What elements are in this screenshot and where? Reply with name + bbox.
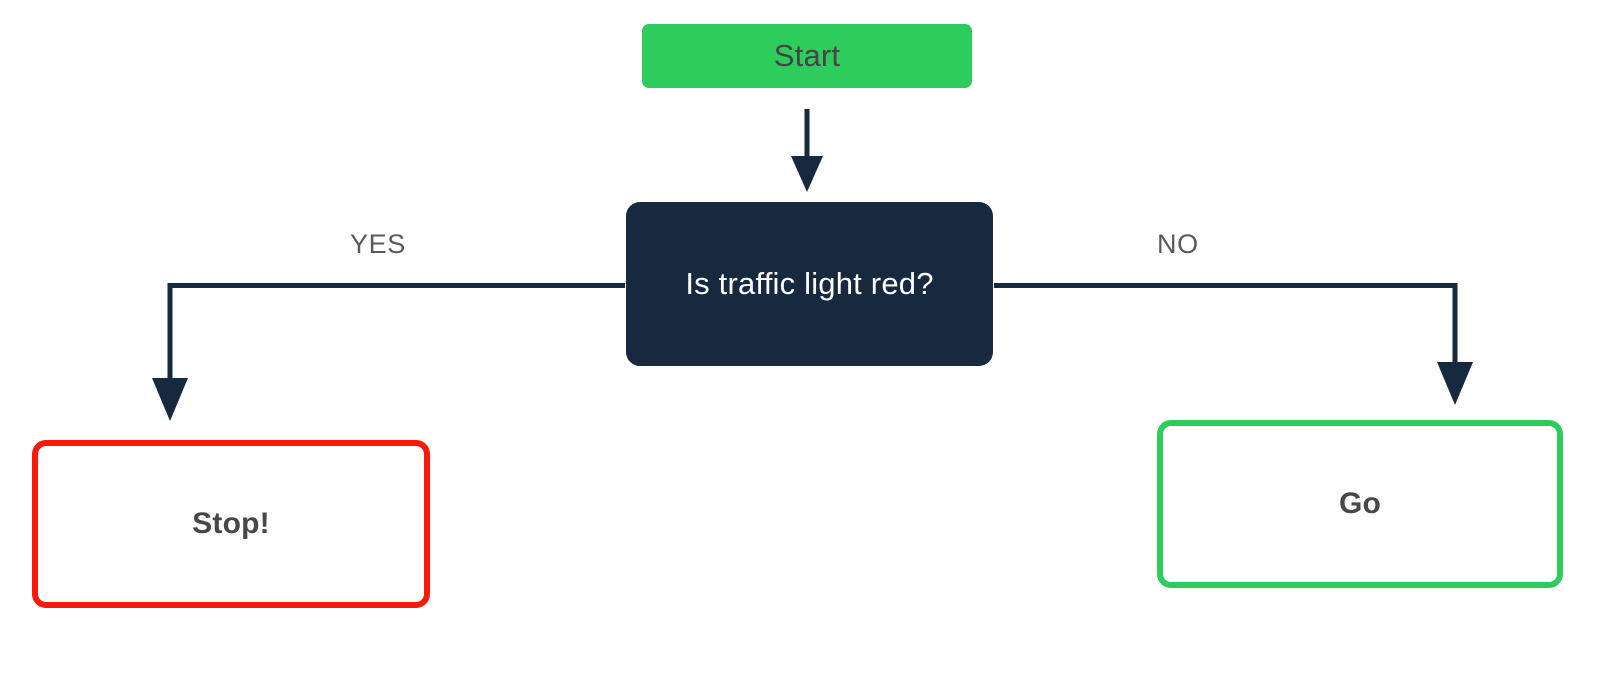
node-start-label: Start	[773, 38, 841, 73]
node-decision-label: Is traffic light red?	[685, 266, 934, 301]
edge-decision-to-go-line	[994, 283, 1458, 372]
edge-decision-to-stop-line	[167, 283, 625, 388]
edge-decision-to-stop-arrowhead	[152, 378, 188, 421]
node-decision[interactable]: Is traffic light red?	[626, 202, 993, 366]
node-go-label: Go	[1338, 487, 1382, 520]
edge-label-no: NO	[1157, 229, 1199, 259]
edge-decision-to-go	[994, 283, 1473, 405]
node-go[interactable]: Go	[1157, 420, 1563, 588]
edge-start-to-decision-arrowhead	[791, 156, 823, 192]
edge-label-yes: YES	[350, 229, 406, 259]
edge-start-to-decision	[791, 109, 823, 192]
edge-decision-to-go-arrowhead	[1437, 362, 1473, 405]
edge-decision-to-stop	[152, 283, 625, 421]
node-start[interactable]: Start	[642, 24, 972, 88]
node-stop[interactable]: Stop!	[32, 440, 430, 608]
node-stop-label: Stop!	[192, 507, 270, 540]
